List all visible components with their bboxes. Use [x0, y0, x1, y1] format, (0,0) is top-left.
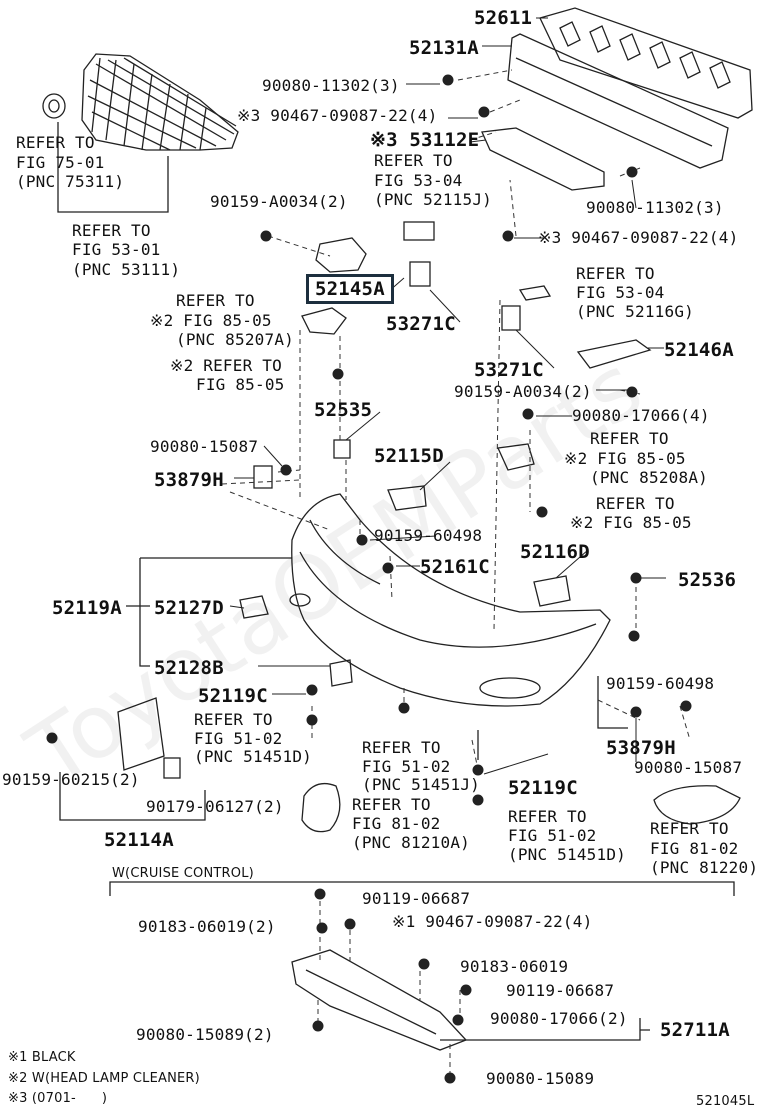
figure-code: 521045L	[696, 1094, 755, 1109]
ref-fig-53-04-a-line3[interactable]: (PNC 52115J)	[374, 190, 492, 209]
label-90159-A0034-mid[interactable]: 90159-A0034(2)	[454, 382, 592, 401]
label-90159-60215-2[interactable]: 90159-60215(2)	[2, 770, 140, 789]
label-52536[interactable]: 52536	[678, 569, 737, 591]
ref-fig-51-02-b-line1[interactable]: REFER TO	[362, 738, 441, 757]
label-90179-06127-2[interactable]: 90179-06127(2)	[146, 797, 284, 816]
label-53271C-top[interactable]: 53271C	[386, 313, 456, 335]
label-90467-09087-top[interactable]: ※3 90467-09087-22(4)	[237, 106, 438, 125]
ref-fig-53-04-b-line1[interactable]: REFER TO	[576, 264, 655, 283]
label-52119C-left[interactable]: 52119C	[198, 685, 268, 707]
label-90080-11302-top[interactable]: 90080-11302(3)	[262, 76, 400, 95]
label-52711A[interactable]: 52711A	[660, 1019, 730, 1041]
ref-fig-81-02-a-line3[interactable]: (PNC 81210A)	[352, 833, 470, 852]
label-90159-A0034-top[interactable]: 90159-A0034(2)	[210, 192, 348, 211]
label-52611[interactable]: 52611	[474, 7, 533, 29]
ref-fig-53-04-b-line2[interactable]: FIG 53-04	[576, 283, 665, 302]
label-90080-15089-2[interactable]: 90080-15089(2)	[136, 1025, 274, 1044]
label-90183-06019-2[interactable]: 90183-06019(2)	[138, 917, 276, 936]
label-90080-15087-top[interactable]: 90080-15087	[150, 437, 259, 456]
ref-fig-51-02-c-line2[interactable]: FIG 51-02	[508, 826, 597, 845]
label-90080-17066-4[interactable]: 90080-17066(4)	[572, 406, 710, 425]
ref-fig-53-01-line1[interactable]: REFER TO	[72, 221, 151, 240]
bracket-52146A	[576, 339, 652, 369]
fog-lamp-left	[301, 782, 341, 833]
license-bracket-52114A	[117, 697, 165, 771]
ref-fig-85-05-b-line1[interactable]: ※2 REFER TO	[170, 356, 282, 375]
ref-fig-53-04-b-line3[interactable]: (PNC 52116G)	[576, 302, 694, 321]
ref-fig-81-02-a-line2[interactable]: FIG 81-02	[352, 814, 441, 833]
ref-fig-53-01-line2[interactable]: FIG 53-01	[72, 240, 161, 259]
ref-fig-85-05-d-line2[interactable]: ※2 FIG 85-05	[570, 513, 692, 532]
note-3-date-range: ※3 (0701- )	[8, 1091, 108, 1106]
ref-fig-51-02-a-line3[interactable]: (PNC 51451D)	[194, 747, 312, 766]
label-52128B[interactable]: 52128B	[154, 657, 224, 679]
ref-fig-85-05-a-line3[interactable]: (PNC 85207A)	[176, 330, 294, 349]
radiator-grille	[42, 53, 239, 151]
ref-fig-51-02-b-line2[interactable]: FIG 51-02	[362, 757, 451, 776]
ref-fig-75-01-line1[interactable]: REFER TO	[16, 133, 95, 152]
ref-fig-81-02-a-line1[interactable]: REFER TO	[352, 795, 431, 814]
fog-lamp-right	[653, 785, 741, 825]
label-90183-06019[interactable]: 90183-06019	[460, 957, 569, 976]
label-90080-15087-bot[interactable]: 90080-15087	[634, 758, 743, 777]
label-90080-17066-2[interactable]: 90080-17066(2)	[490, 1009, 628, 1028]
ref-fig-81-02-b-line3[interactable]: (PNC 81220)	[650, 858, 759, 877]
cruise-control-note: W(CRUISE CONTROL)	[112, 866, 254, 881]
ref-fig-85-05-d-line1[interactable]: REFER TO	[596, 494, 675, 513]
label-90119-06687-bot[interactable]: 90119-06687	[506, 981, 615, 1000]
label-52115D[interactable]: 52115D	[374, 445, 444, 467]
ref-fig-53-01-line3[interactable]: (PNC 53111)	[72, 260, 181, 279]
label-52119C-mid[interactable]: 52119C	[508, 777, 578, 799]
bracket-53112E	[481, 127, 605, 191]
label-52119A[interactable]: 52119A	[52, 597, 122, 619]
label-53879H-top[interactable]: 53879H	[154, 469, 224, 491]
ref-fig-85-05-a-line1[interactable]: REFER TO	[176, 291, 255, 310]
label-52127D[interactable]: 52127D	[154, 597, 224, 619]
ref-fig-85-05-c-line1[interactable]: REFER TO	[590, 429, 669, 448]
note-1-black: ※1 BLACK	[8, 1050, 76, 1065]
bumper-reinforcement-52131A	[507, 33, 729, 169]
ref-fig-51-02-a-line2[interactable]: FIG 51-02	[194, 729, 283, 748]
ref-fig-75-01-line2[interactable]: FIG 75-01	[16, 153, 105, 172]
engine-under-cover-52711A	[291, 949, 468, 1051]
label-90467-09087-bot[interactable]: ※1 90467-09087-22(4)	[392, 912, 593, 931]
label-52161C[interactable]: 52161C	[420, 556, 490, 578]
bracket-52145A	[315, 237, 367, 273]
label-53879H-bot[interactable]: 53879H	[606, 737, 676, 759]
ref-fig-85-05-c-line3[interactable]: (PNC 85208A)	[590, 468, 708, 487]
label-53112E[interactable]: ※3 53112E	[370, 129, 480, 151]
energy-absorber-52611	[539, 7, 753, 119]
bumper-cover-52119A	[289, 493, 611, 707]
ref-fig-81-02-b-line1[interactable]: REFER TO	[650, 819, 729, 838]
label-52116D[interactable]: 52116D	[520, 541, 590, 563]
label-52114A[interactable]: 52114A	[104, 829, 174, 851]
label-90080-15089[interactable]: 90080-15089	[486, 1069, 595, 1088]
ref-fig-53-04-a-line1[interactable]: REFER TO	[374, 151, 453, 170]
ref-fig-85-05-c-line2[interactable]: ※2 FIG 85-05	[564, 449, 686, 468]
ref-fig-51-02-a-line1[interactable]: REFER TO	[194, 710, 273, 729]
ref-fig-51-02-c-line1[interactable]: REFER TO	[508, 807, 587, 826]
label-52146A[interactable]: 52146A	[664, 339, 734, 361]
label-52535[interactable]: 52535	[314, 399, 373, 421]
note-2-headlamp-cleaner: ※2 W(HEAD LAMP CLEANER)	[8, 1071, 200, 1086]
label-90467-09087-mid[interactable]: ※3 90467-09087-22(4)	[538, 228, 739, 247]
ref-fig-85-05-a-line2[interactable]: ※2 FIG 85-05	[150, 311, 272, 330]
ref-fig-81-02-b-line2[interactable]: FIG 81-02	[650, 839, 739, 858]
ref-fig-51-02-c-line3[interactable]: (PNC 51451D)	[508, 845, 626, 864]
ref-fig-85-05-b-line2[interactable]: FIG 85-05	[196, 375, 285, 394]
label-90159-60498-mid[interactable]: 90159-60498	[606, 674, 715, 693]
label-90119-06687-top[interactable]: 90119-06687	[362, 889, 471, 908]
ref-fig-51-02-b-line3[interactable]: (PNC 51451J)	[362, 775, 480, 794]
label-52131A[interactable]: 52131A	[409, 37, 479, 59]
label-52145A-highlighted[interactable]: 52145A	[306, 274, 394, 304]
ref-fig-75-01-line3[interactable]: (PNC 75311)	[16, 172, 125, 191]
label-90080-11302-mid[interactable]: 90080-11302(3)	[586, 198, 724, 217]
label-90159-60498-top[interactable]: 90159-60498	[374, 526, 483, 545]
ref-fig-53-04-a-line2[interactable]: FIG 53-04	[374, 171, 463, 190]
label-53271C-mid[interactable]: 53271C	[474, 359, 544, 381]
